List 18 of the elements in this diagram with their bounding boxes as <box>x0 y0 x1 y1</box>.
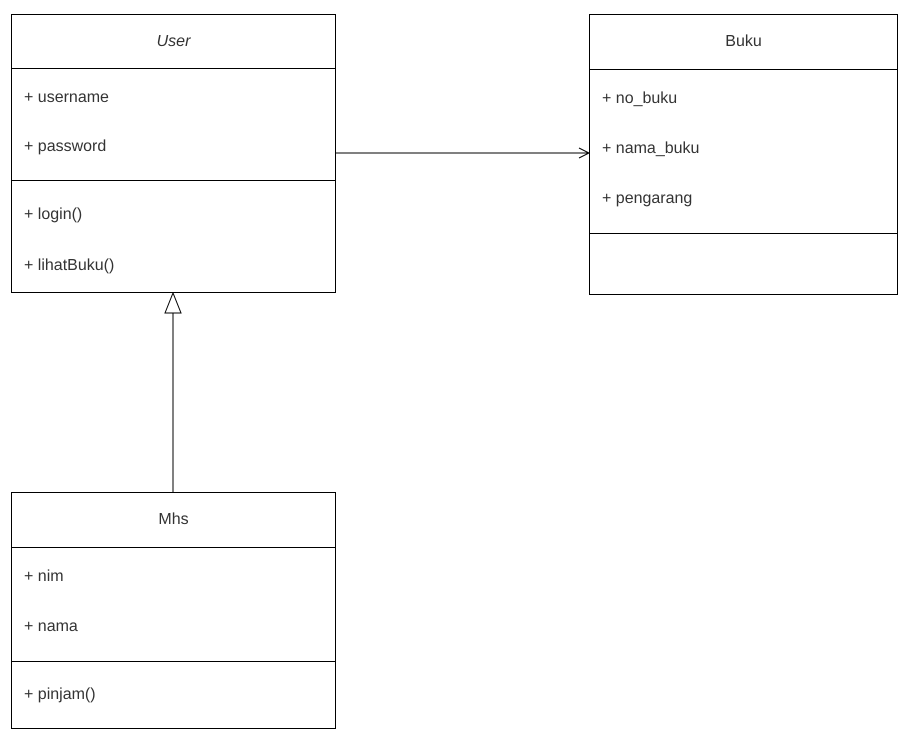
class-box <box>589 14 898 295</box>
attribute-text: + no_buku <box>602 90 678 108</box>
association-arrow <box>336 148 590 158</box>
class-name: Mhs <box>158 511 189 529</box>
method-text: + pinjam() <box>24 686 96 704</box>
class-name: Buku <box>725 33 762 51</box>
method-text: + lihatBuku() <box>24 257 114 276</box>
attribute-text: + nim <box>24 568 64 586</box>
attribute-text: + nama_buku <box>602 140 700 158</box>
class-name: User <box>156 32 190 50</box>
class-box <box>11 14 336 293</box>
method-text: + login() <box>24 206 82 224</box>
attribute-text: + username <box>24 88 109 106</box>
attribute-text: + nama <box>24 618 78 636</box>
attribute-text: + password <box>24 138 106 156</box>
class-box <box>11 492 336 729</box>
inheritance-arrow <box>164 292 182 492</box>
attribute-text: + pengarang <box>602 190 692 208</box>
